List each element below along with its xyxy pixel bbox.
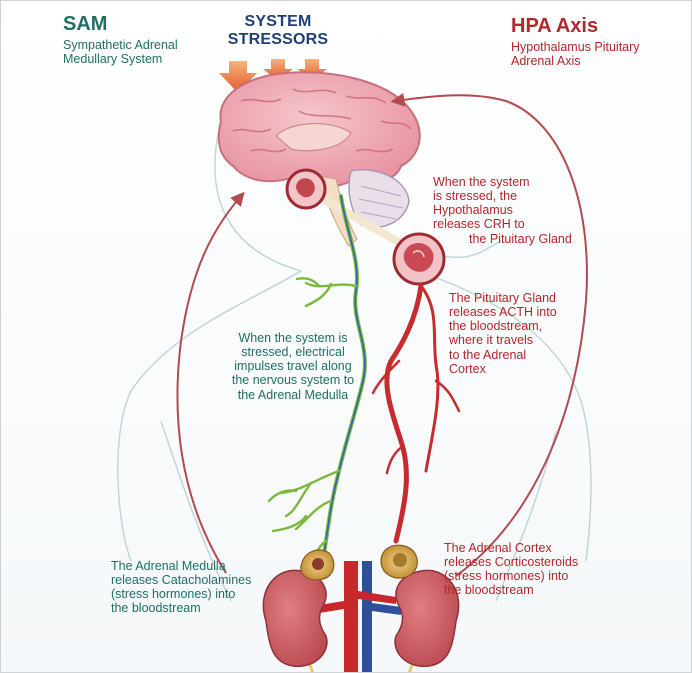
annotation-line: (stress hormones) into [111,587,251,601]
annotation-line: releases Catacholamines [111,573,251,587]
annotation-line: (stress hormones) into [444,569,578,583]
hpa-header: HPA Axis Hypothalamus Pituitary Adrenal … [511,15,640,68]
annotation-line: Hypothalamus [433,203,572,217]
annotation-line: to the Adrenal [449,348,557,362]
pituitary-annotation: The Pituitary Gland releases ACTH into t… [449,291,557,376]
annotation-line: When the system is [213,331,373,345]
sam-subtitle-line2: Medullary System [63,52,178,66]
sam-subtitle-line1: Sympathetic Adrenal [63,38,178,52]
stressors-line2: STRESSORS [223,31,333,49]
adrenal-medulla-annotation: The Adrenal Medulla releases Catacholami… [111,559,251,616]
annotation-line: the nervous system to [213,373,373,387]
annotation-line: releases CRH to [433,217,572,231]
hpa-subtitle-line1: Hypothalamus Pituitary [511,40,640,54]
annotation-line: When the system [433,175,572,189]
hpa-title: HPA Axis [511,15,640,38]
annotation-line: releases ACTH into [449,305,557,319]
annotation-line: The Adrenal Cortex [444,541,578,555]
nervous-system-annotation: When the system is stressed, electrical … [213,331,373,402]
sam-title: SAM [63,13,178,36]
annotation-line: the Adrenal Medulla [213,388,373,402]
annotation-line: stressed, electrical [213,345,373,359]
annotation-line: the bloodstream [111,601,251,615]
annotation-line: the Pituitary Gland [433,232,572,246]
annotation-line: The Adrenal Medulla [111,559,251,573]
adrenal-cortex-annotation: The Adrenal Cortex releases Corticostero… [444,541,578,598]
hypothalamus-annotation: When the system is stressed, the Hypotha… [433,175,572,246]
annotation-line: is stressed, the [433,189,572,203]
stressors-line1: SYSTEM [223,13,333,31]
annotation-line: The Pituitary Gland [449,291,557,305]
system-stressors-header: SYSTEM STRESSORS [223,13,333,49]
annotation-line: releases Corticosteroids [444,555,578,569]
hpa-subtitle-line2: Adrenal Axis [511,54,640,68]
annotation-line: where it travels [449,333,557,347]
adrenal-cortex-icon [381,545,417,578]
annotation-line: the bloodstream, [449,319,557,333]
sam-header: SAM Sympathetic Adrenal Medullary System [63,13,178,66]
annotation-line: impulses travel along [213,359,373,373]
annotation-line: Cortex [449,362,557,376]
annotation-line: the bloodstream [444,583,578,597]
